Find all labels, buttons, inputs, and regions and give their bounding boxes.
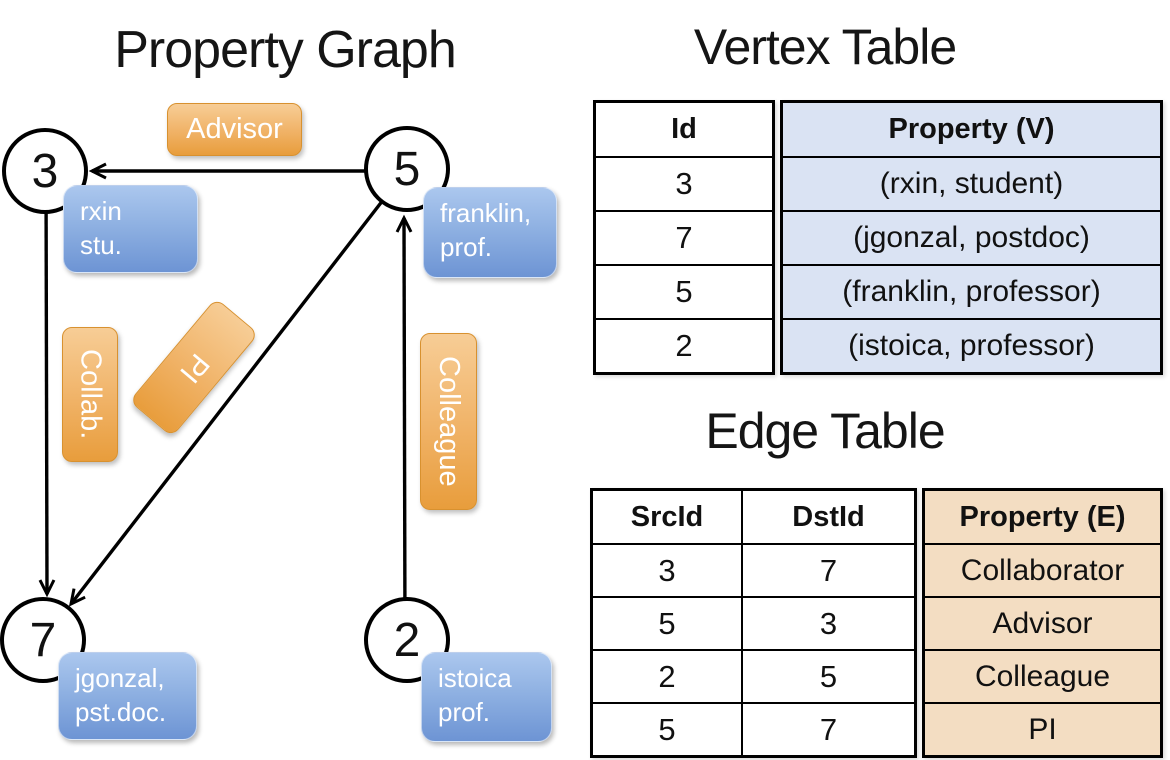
node-3-property-box: rxin stu. [63,185,198,273]
edge-table-property-column: Property (E) Collaborator Advisor Collea… [922,488,1163,758]
edge-col-header-srcid: SrcId [593,491,743,543]
vertex-table-property-column: Property (V) (rxin, student) (jgonzal, p… [780,100,1163,375]
table-row: (franklin, professor) [783,266,1160,320]
vertex-id-cell: 7 [675,220,693,255]
edge-label-collab: Collab. [62,327,118,462]
edge-2-to-5-colleague [395,214,413,641]
vertex-id-cell: 2 [675,328,693,363]
edge-src-cell: 5 [593,598,743,649]
edge-table-title: Edge Table [705,403,945,459]
table-row: 2 [596,320,772,372]
table-row: 5 [596,266,772,320]
table-row: 7 [596,212,772,266]
vertex-property-cell: (jgonzal, postdoc) [853,221,1090,254]
table-row: 3 7 [593,545,914,598]
node-2-property-box: istoica prof. [421,652,552,742]
table-row: 5 3 [593,598,914,651]
edge-5-to-7-pi [68,167,409,607]
table-row: Colleague [925,651,1160,704]
table-row: PI [925,704,1160,755]
vertex-table-id-column: Id 3 7 5 2 [593,100,775,375]
vertex-table-title: Vertex Table [693,19,957,75]
edge-property-cell: Colleague [974,659,1111,693]
vertex-property-cell: (istoica, professor) [848,329,1095,362]
edge-src-cell: 3 [593,545,743,596]
edge-col-header-property: Property (E) [959,500,1126,533]
edge-dst-cell: 5 [819,658,838,694]
table-row: Collaborator [925,545,1160,598]
graph-node-2: 2 [364,597,450,683]
node-id-label: 7 [29,613,57,667]
vertex-id-cell: 5 [675,274,693,309]
node-id-label: 3 [31,144,59,198]
table-row: 3 [596,158,772,212]
vertex-id-cell: 3 [675,166,693,201]
vertex-col-header-property: Property (V) [888,113,1055,145]
edge-dst-cell: 7 [819,711,838,747]
table-row: 2 5 [593,651,914,704]
edge-col-header-dstid: DstId [792,500,865,533]
edge-property-cell: Advisor [992,606,1093,640]
graph-node-5: 5 [364,126,450,212]
vertex-property-cell: (franklin, professor) [842,275,1101,308]
edge-label-advisor: Advisor [167,103,302,156]
node-7-property-box: jgonzal, pst.doc. [58,652,197,740]
edge-src-cell: 2 [593,651,743,702]
edge-property-cell: PI [1028,712,1057,746]
node-id-label: 2 [393,613,421,667]
edge-dst-cell: 7 [819,552,838,588]
graph-edges-layer [38,162,413,641]
property-graph-title: Property Graph [114,21,457,79]
node-id-label: 5 [393,142,421,196]
table-row: (rxin, student) [783,158,1160,212]
vertex-col-header-id: Id [671,113,697,145]
edge-src-cell: 5 [593,704,743,755]
edge-dst-cell: 3 [819,605,838,641]
edge-label-colleague: Colleague [420,333,477,510]
table-row: 5 7 [593,704,914,755]
table-row: Advisor [925,598,1160,651]
table-row: (jgonzal, postdoc) [783,212,1160,266]
node-5-property-box: franklin, prof. [423,187,557,278]
vertex-property-cell: (rxin, student) [879,167,1064,200]
edge-3-to-7-collaborator [38,170,56,598]
edge-property-cell: Collaborator [960,553,1125,587]
table-row: (istoica, professor) [783,320,1160,372]
edge-table-id-columns: SrcId DstId 3 7 5 3 2 5 5 7 [590,488,917,758]
